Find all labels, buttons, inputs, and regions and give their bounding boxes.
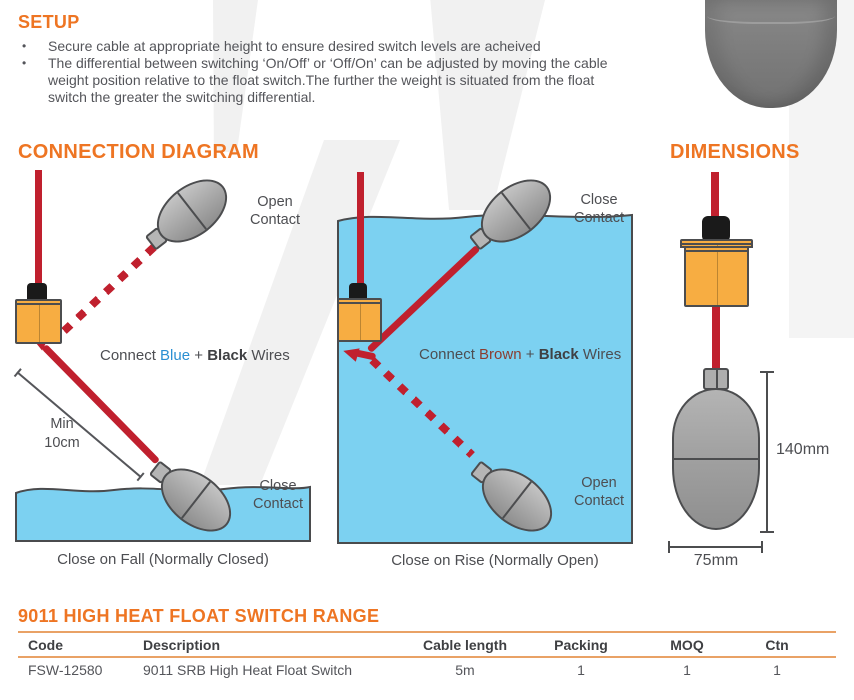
diagram-caption-fall: Close on Fall (Normally Closed) [57, 551, 269, 568]
range-table-title: 9011 HIGH HEAT FLOAT SWITCH RANGE [18, 606, 380, 626]
bullet-text: The differential between switching ‘On/O… [48, 55, 608, 105]
cable-weight-grommet [702, 216, 730, 242]
setup-bullets: • Secure cable at appropriate height to … [18, 38, 630, 106]
float-seam [500, 479, 534, 521]
float-cable [712, 305, 720, 371]
table-header-row: Code Description Cable length Packing MO… [18, 637, 836, 653]
cell-code: FSW-12580 [28, 662, 103, 678]
column-header: MOQ [670, 637, 704, 653]
float-seam [179, 479, 213, 521]
suspension-cable [35, 170, 42, 290]
float-switch-open [144, 166, 239, 256]
cable-weight [337, 298, 382, 342]
open-contact-label: Open Contact [574, 475, 624, 509]
close-contact-label: Close Contact [574, 192, 624, 226]
open-contact-label: Open Contact [250, 194, 300, 228]
bullet-text: Secure cable at appropriate height to en… [48, 38, 541, 54]
bullet-icon: • [22, 56, 27, 70]
cell-packing: 1 [577, 662, 585, 678]
column-header: Code [28, 637, 63, 653]
min-distance-label: Min 10cm [44, 416, 80, 451]
blue-wire-word: Blue [160, 347, 191, 364]
diagram-caption-rise: Close on Rise (Normally Open) [391, 552, 599, 569]
water-body [337, 213, 633, 544]
width-dimension-label: 75mm [693, 552, 739, 569]
cell-ctn: 1 [773, 662, 781, 678]
cable-weight [684, 246, 749, 307]
column-header: Cable length [422, 637, 507, 653]
column-header: Description [143, 637, 221, 653]
setup-bullet: • Secure cable at appropriate height to … [18, 38, 630, 55]
float-seam [499, 190, 533, 232]
dimensions-title: DIMENSIONS [670, 141, 800, 163]
cell-moq: 1 [683, 662, 691, 678]
suspension-cable [357, 172, 364, 288]
height-measure-line [760, 371, 774, 533]
suspension-cable [711, 172, 719, 222]
setup-bullet: • The differential between switching ‘On… [18, 55, 630, 106]
wire-instruction: Connect Brown + Black Wires [419, 346, 622, 363]
column-header: Packing [554, 637, 608, 653]
float-switch-body [672, 388, 760, 530]
cell-description: 9011 SRB High Heat Float Switch [143, 662, 353, 678]
brown-wire-word: Brown [479, 346, 522, 363]
width-measure-line [668, 541, 763, 553]
float-cable-connector [703, 368, 729, 390]
wire-instruction: Connect Blue + Black Wires [100, 347, 290, 364]
setup-title: SETUP [18, 12, 80, 32]
bullet-icon: • [22, 39, 27, 53]
column-header: Ctn [765, 637, 789, 653]
cable-weight-cap [27, 283, 47, 301]
switch-travel-dashed-line [61, 242, 159, 334]
table-rule-top [18, 631, 836, 633]
table-rule-header [18, 656, 836, 658]
black-wire-word: Black [538, 346, 579, 363]
black-wire-word: Black [207, 347, 248, 364]
float-seam [175, 190, 209, 232]
table-row: FSW-12580 9011 SRB High Heat Float Switc… [18, 662, 836, 678]
cable-weight [15, 299, 62, 344]
close-contact-label: Close Contact [253, 478, 303, 512]
connection-diagram-title: CONNECTION DIAGRAM [18, 141, 259, 163]
cable-weight-cap [349, 283, 367, 300]
cell-cable-length: 5m [455, 662, 475, 678]
height-dimension-label: 140mm [776, 441, 830, 458]
